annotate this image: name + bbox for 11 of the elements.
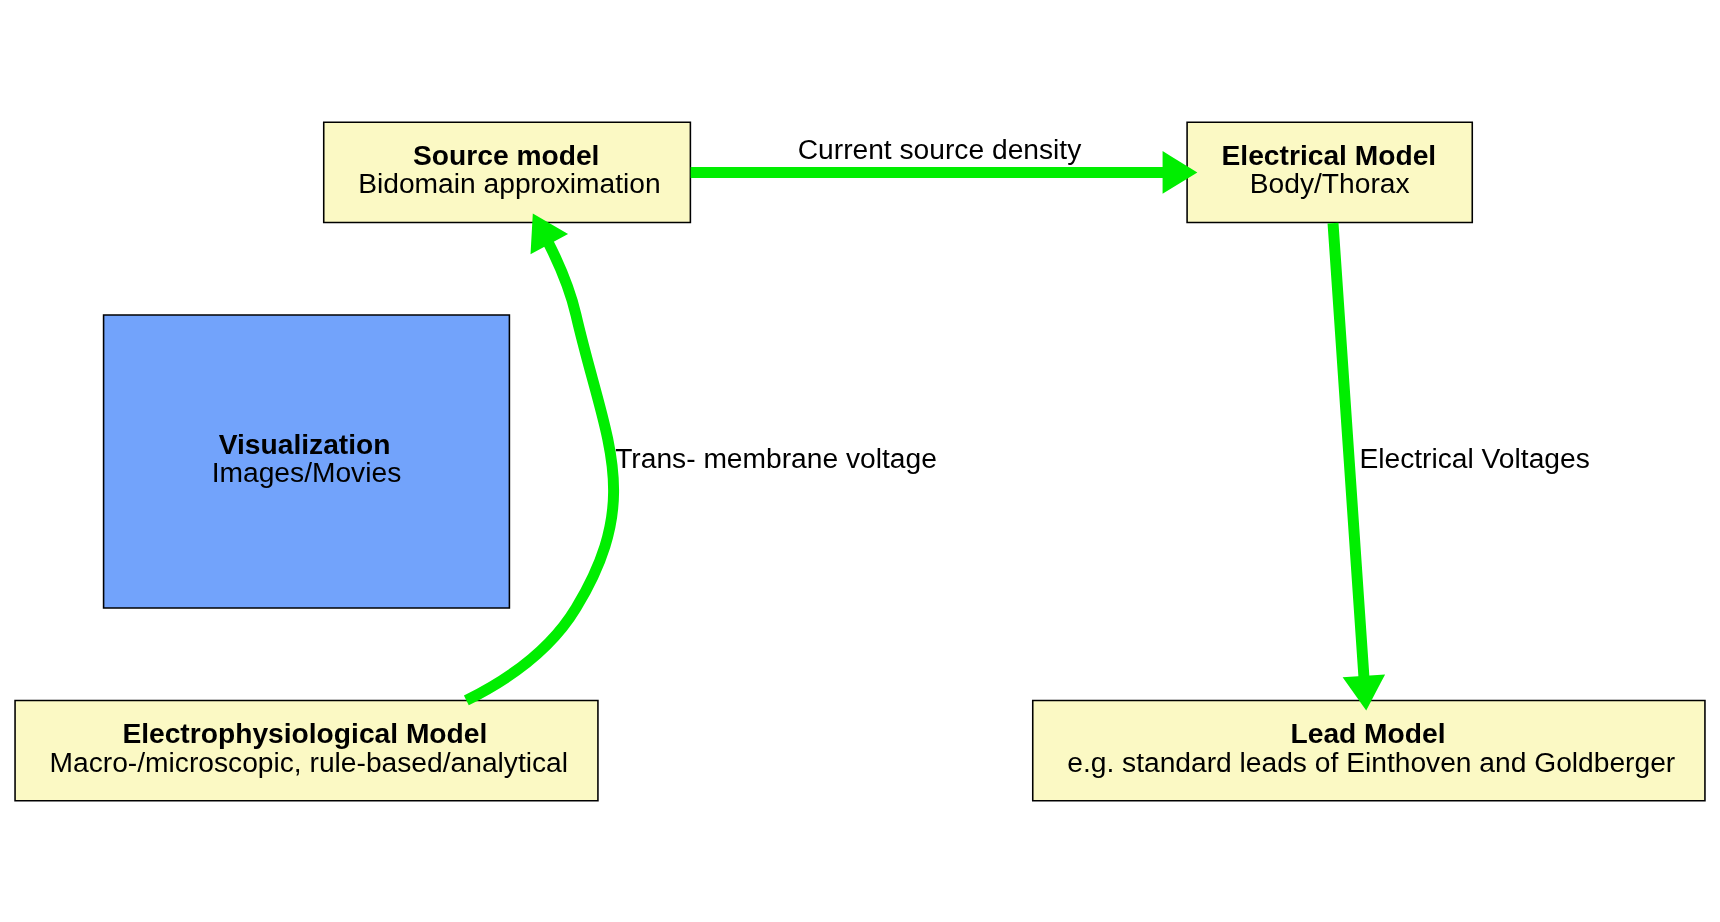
edge-label: Current source density [797, 132, 1082, 165]
edge-label: Electrical Voltages [1359, 441, 1590, 474]
arrow [463, 213, 619, 705]
node-box: Electrophysiological Model Macro-/microscopic, rule-based/analytical [14, 699, 599, 801]
arrow [1327, 222, 1386, 711]
node-box: Source model Bidomain approximation [322, 121, 692, 223]
edge-label: Trans- membrane voltage [615, 441, 937, 474]
node-box: Electrical Model Body/Thorax [1186, 121, 1474, 223]
node-box: Lead Model e.g. standard leads of Einthoven and Goldberger [1031, 699, 1706, 801]
node-box: Visualization Images/Movies [102, 313, 511, 609]
arrow [690, 150, 1198, 194]
